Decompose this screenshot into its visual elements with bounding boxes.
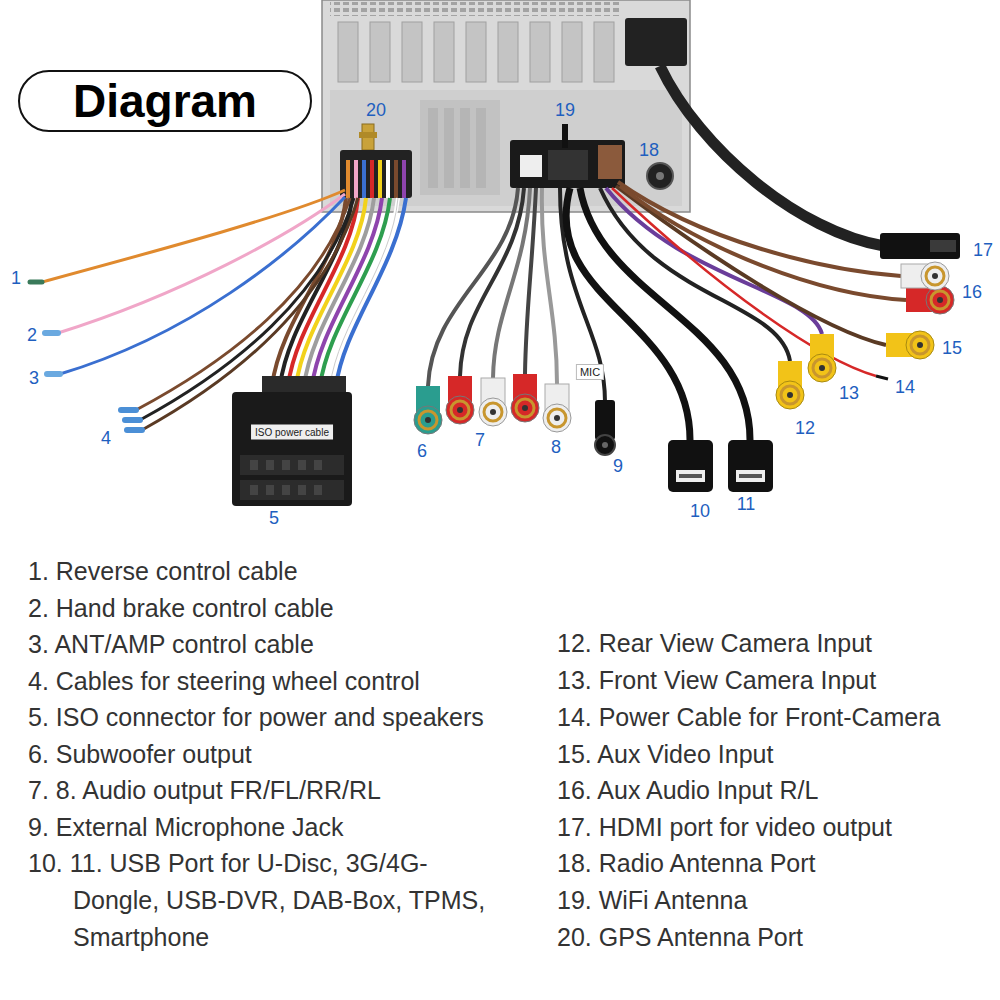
legend-item-text: 18. Radio Antenna Port	[557, 845, 816, 882]
callout-number: 2	[27, 326, 37, 344]
title-text: Diagram	[73, 74, 257, 128]
callout-number: 13	[839, 384, 859, 402]
legend-item-text: 17. HDMI port for video output	[557, 809, 892, 846]
callout-number: 7	[475, 431, 485, 449]
legend-item-text: 1. Reverse control cable	[28, 553, 298, 590]
legend-item-text: 5. ISO connector for power and speakers	[28, 699, 484, 736]
legend-item-text: 19. WiFi Antenna	[557, 882, 747, 919]
callout-number: 12	[795, 419, 815, 437]
callout-number: 11	[737, 495, 756, 513]
callout-number: 19	[555, 101, 575, 119]
legend-item-text: 4. Cables for steering wheel control	[28, 663, 420, 700]
legend-item-text: 15. Aux Video Input	[557, 736, 773, 773]
legend-item-text: 10. 11. USB Port for U-Disc, 3G/4G-Dongl…	[28, 845, 488, 956]
legend-item-text: 20. GPS Antenna Port	[557, 919, 803, 956]
callout-number: 8	[551, 438, 561, 456]
callout-number: 6	[417, 442, 427, 460]
callout-number: 1	[11, 269, 21, 287]
legend-item-text: 7. 8. Audio output FR/FL/RR/RL	[28, 772, 381, 809]
callout-number: 5	[269, 509, 279, 527]
callout-number: 20	[366, 101, 386, 119]
callout-number: 14	[895, 378, 915, 396]
callout-number: 16	[962, 283, 982, 301]
legend-item-text: 2. Hand brake control cable	[28, 590, 334, 627]
connector-sticker: ISO power cable	[251, 425, 333, 440]
callout-number: 18	[639, 141, 659, 159]
legend-item-text: 16. Aux Audio Input R/L	[557, 772, 818, 809]
legend-item-text: 14. Power Cable for Front-Camera	[557, 699, 940, 736]
cable-tag: MIC	[576, 364, 604, 380]
callout-number: 17	[973, 241, 993, 259]
legend-item-text: 13. Front View Camera Input	[557, 662, 876, 699]
callout-number: 10	[690, 502, 710, 520]
callout-number: 15	[942, 339, 962, 357]
legend-item-text: 3. ANT/AMP control cable	[28, 626, 314, 663]
legend-item-text: 12. Rear View Camera Input	[557, 625, 872, 662]
title-box: Diagram	[18, 70, 312, 132]
callout-number: 9	[613, 457, 623, 475]
callout-number: 3	[29, 369, 39, 387]
legend-item-text: 6. Subwoofer output	[28, 736, 252, 773]
legend-item-text: 9. External Microphone Jack	[28, 809, 343, 846]
callout-number: 4	[101, 429, 111, 447]
